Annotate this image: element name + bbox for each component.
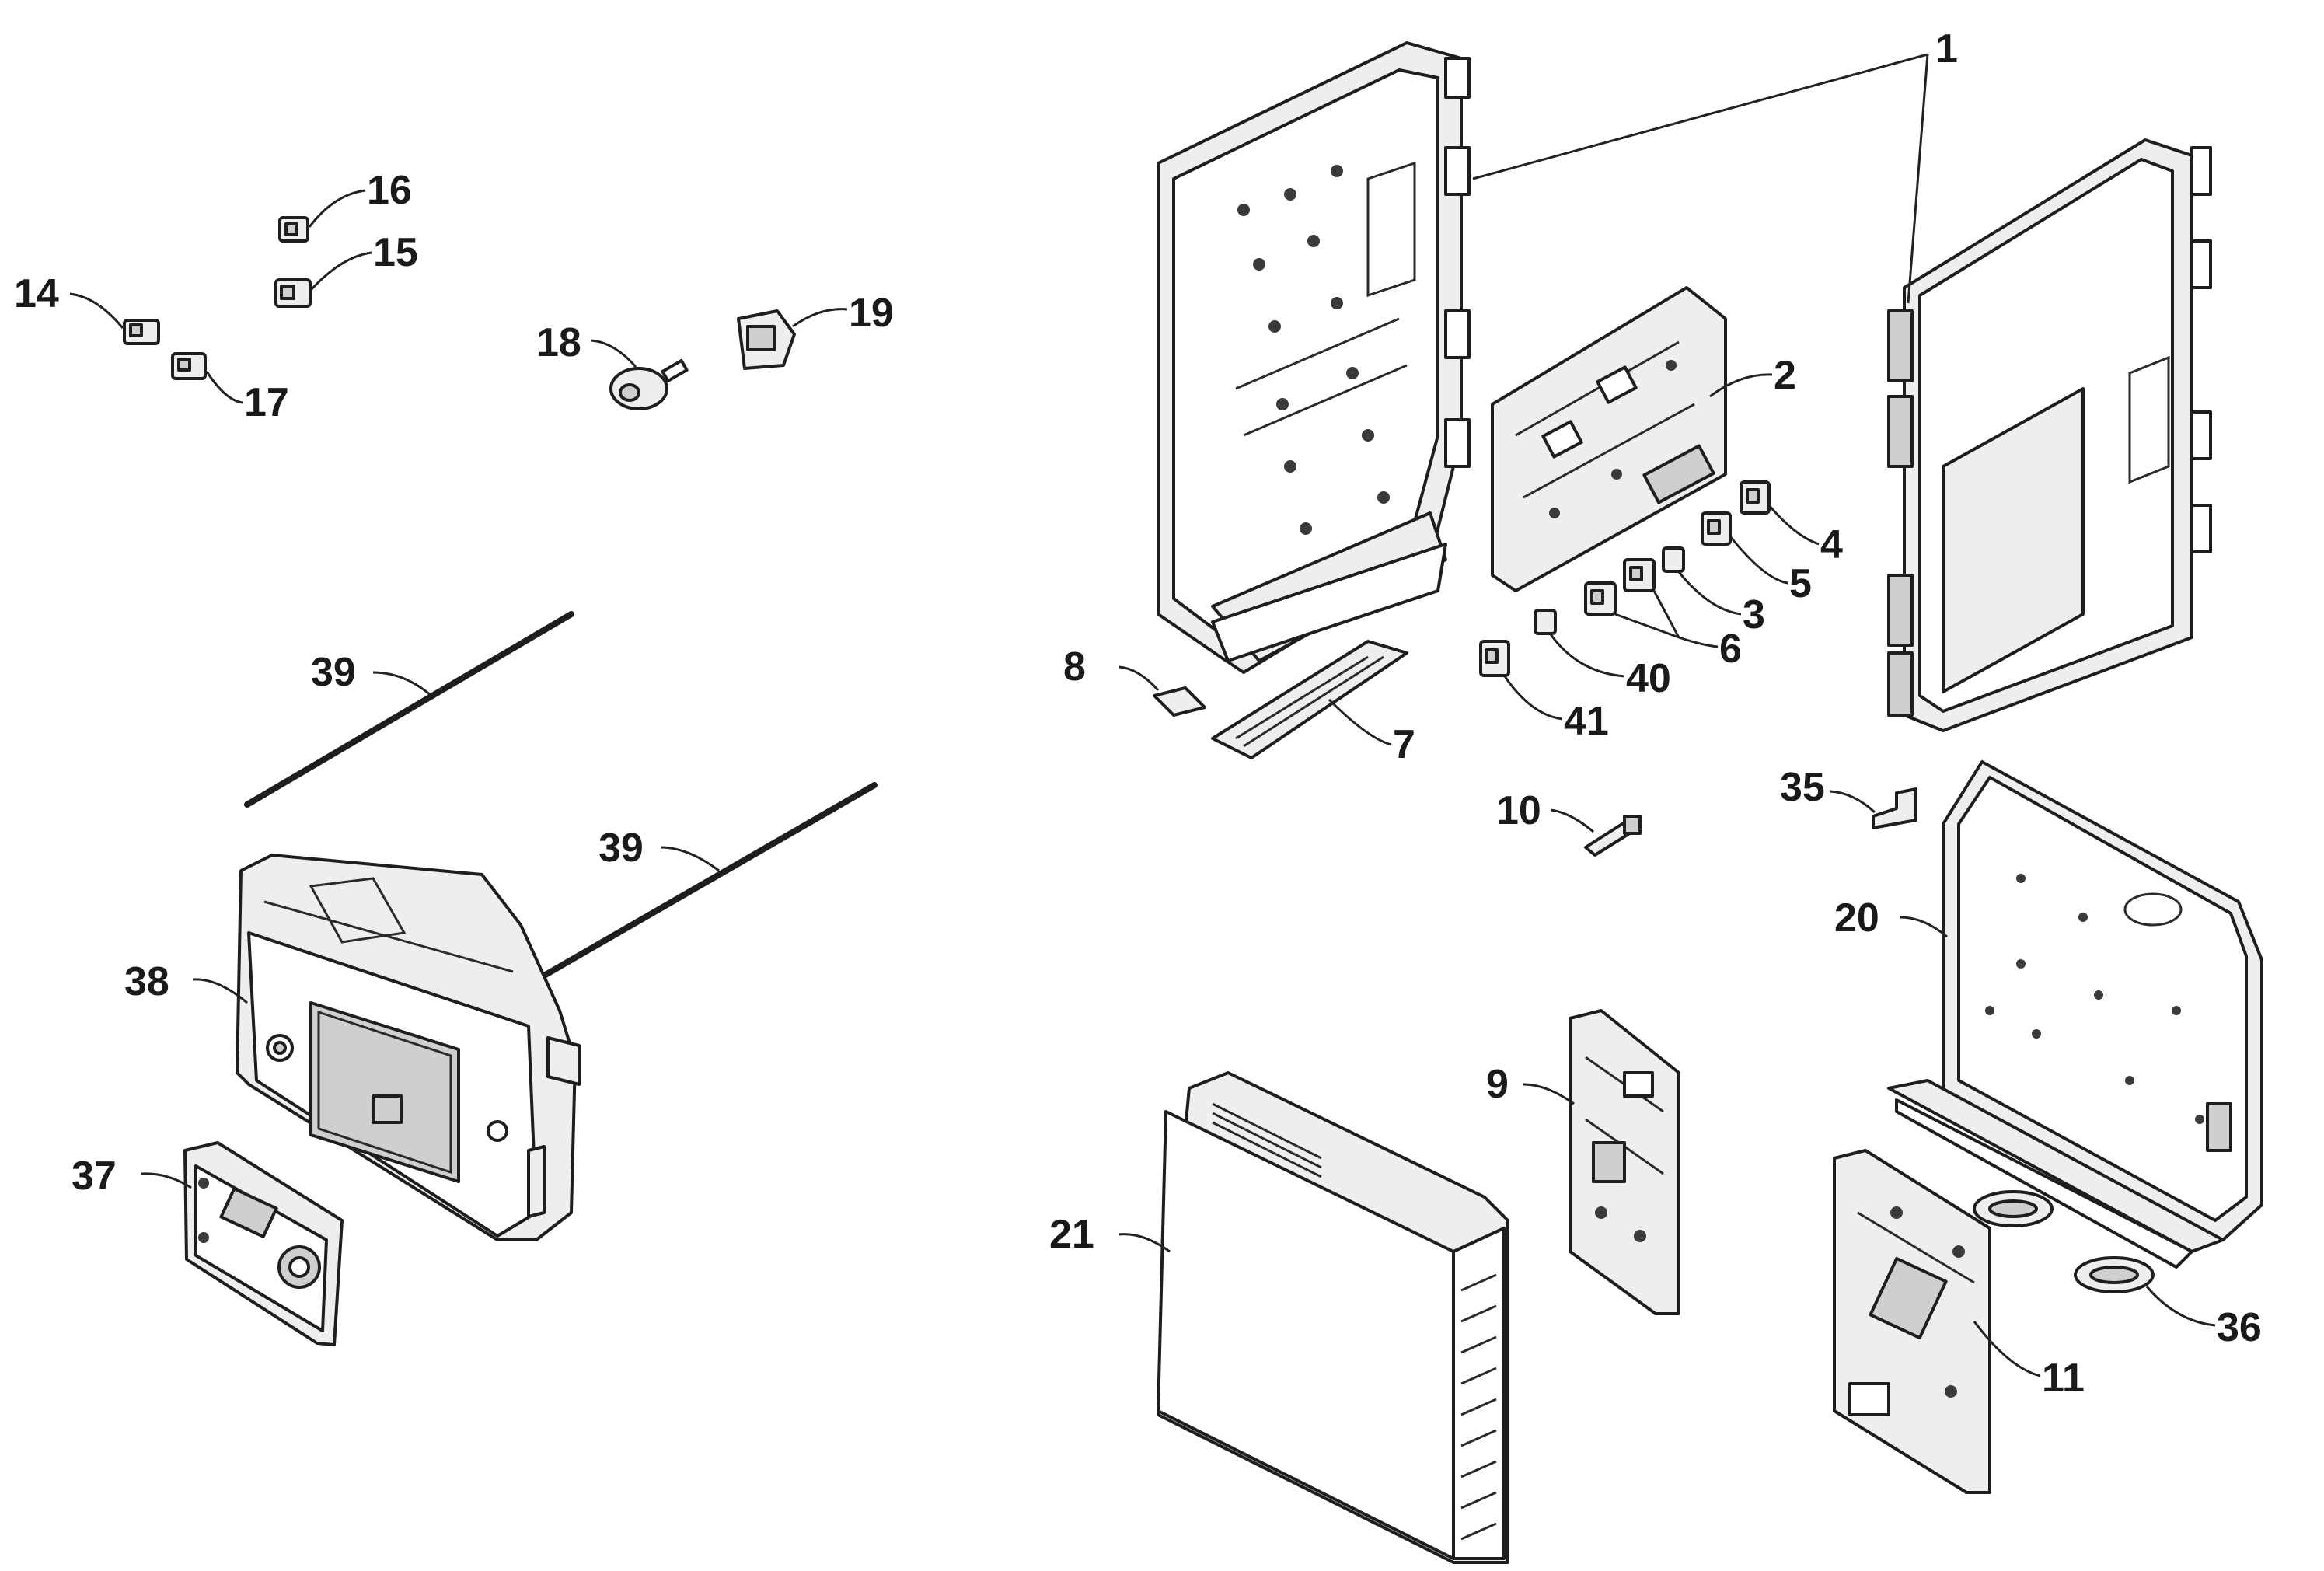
part-38-front-frame[interactable] <box>236 854 581 1241</box>
part-41-relay[interactable] <box>1479 640 1510 677</box>
callout-1: 1 <box>1935 26 1958 72</box>
callout-11: 11 <box>2042 1356 2085 1401</box>
part-39-rod-upper[interactable] <box>244 611 574 808</box>
part-10-screw[interactable] <box>1584 815 1642 857</box>
callout-39-lower: 39 <box>598 826 644 871</box>
part-37-display-panel[interactable] <box>183 1141 344 1346</box>
callout-9: 9 <box>1486 1062 1509 1107</box>
callout-15: 15 <box>373 230 418 275</box>
callout-6: 6 <box>1719 627 1742 672</box>
callout-17: 17 <box>244 380 289 425</box>
callout-8: 8 <box>1063 644 1086 689</box>
part-4-relay[interactable] <box>1740 480 1771 515</box>
callout-36: 36 <box>2217 1305 2262 1350</box>
part-39-rod-lower[interactable] <box>541 782 878 979</box>
part-7-bottom-cap[interactable] <box>1211 640 1408 759</box>
part-8-clip[interactable] <box>1153 686 1206 717</box>
callout-19: 19 <box>849 291 894 336</box>
part-17-connector[interactable] <box>171 352 207 380</box>
callout-14: 14 <box>14 271 59 316</box>
part-21-front-cover[interactable] <box>1157 1071 1509 1564</box>
callout-5: 5 <box>1789 561 1812 606</box>
callout-35: 35 <box>1780 765 1825 810</box>
part-9-display-pcb[interactable] <box>1569 1009 1680 1315</box>
part-3-relay[interactable] <box>1662 546 1685 573</box>
callout-21: 21 <box>1049 1212 1094 1257</box>
part-1-rear-housing[interactable] <box>1157 41 1471 674</box>
callout-41: 41 <box>1564 699 1609 744</box>
callout-18: 18 <box>536 320 581 365</box>
callout-20: 20 <box>1834 895 1879 941</box>
part-15-connector[interactable] <box>274 278 312 308</box>
callout-3: 3 <box>1743 592 1765 637</box>
part-5-relay[interactable] <box>1701 511 1732 546</box>
part-16-connector[interactable] <box>278 216 309 243</box>
part-1-front-cover[interactable] <box>1887 138 2212 732</box>
callout-4: 4 <box>1820 522 1843 567</box>
callout-16: 16 <box>367 168 412 213</box>
part-2-main-pcb[interactable] <box>1491 286 1727 592</box>
callout-7: 7 <box>1393 722 1415 767</box>
part-19-switch[interactable] <box>737 309 796 370</box>
callout-39-upper: 39 <box>311 650 356 695</box>
callout-40: 40 <box>1626 656 1671 701</box>
callout-38: 38 <box>124 959 169 1004</box>
part-6-relay-pair[interactable] <box>1584 558 1656 616</box>
callout-10: 10 <box>1496 788 1541 833</box>
callout-37: 37 <box>72 1154 117 1199</box>
part-20-mounting-plate[interactable] <box>1887 760 2263 1269</box>
part-14-connector[interactable] <box>123 319 160 345</box>
part-36-grommet-upper[interactable] <box>1973 1190 2054 1227</box>
part-18-sensor[interactable] <box>609 358 689 410</box>
part-40-relay[interactable] <box>1534 609 1557 635</box>
part-11-power-pcb[interactable] <box>1833 1149 1991 1494</box>
part-36-grommet-lower[interactable] <box>2074 1256 2155 1293</box>
part-35-screw[interactable] <box>1872 787 1917 829</box>
callout-2: 2 <box>1774 353 1796 398</box>
